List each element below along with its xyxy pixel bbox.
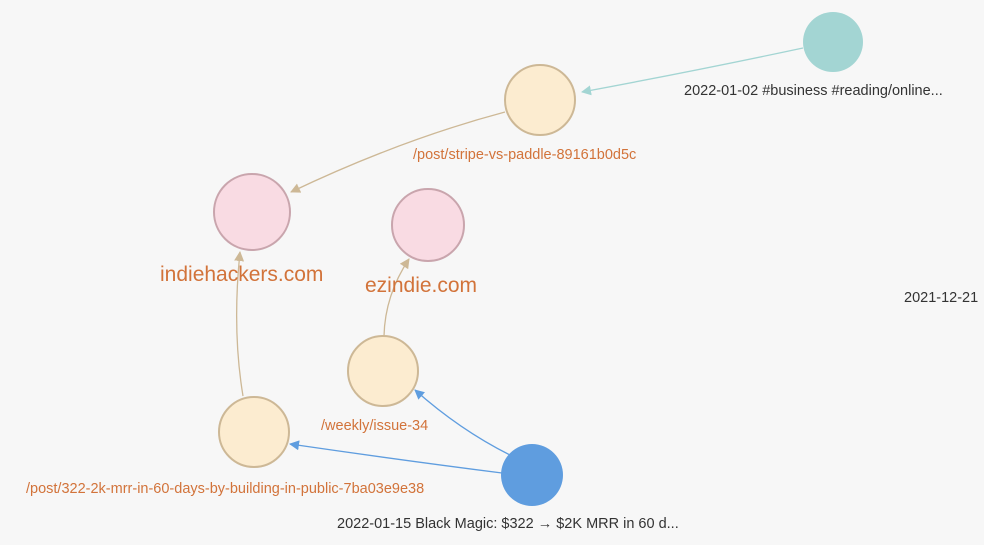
node-label: 2022-01-02 #business #reading/online... <box>684 83 943 99</box>
node-circle[interactable] <box>504 64 576 136</box>
edge-note-0102-to-stripe-post <box>581 47 804 96</box>
edge-stripe-post-to-indiehackers <box>290 111 506 193</box>
node-post-322-2k-mrr[interactable]: /post/322-2k-mrr-in-60-days-by-building-… <box>26 396 424 497</box>
node-circle[interactable] <box>347 335 419 407</box>
node-label: ezindie.com <box>365 274 477 297</box>
edge-weekly-to-ezindie <box>383 258 410 337</box>
node-circle[interactable] <box>218 396 290 468</box>
node-note-2022-01-02[interactable]: 2022-01-02 #business #reading/online... <box>684 12 943 99</box>
node-post-stripe-vs-paddle[interactable]: /post/stripe-vs-paddle-89161b0d5c <box>413 64 636 163</box>
node-label: /post/322-2k-mrr-in-60-days-by-building-… <box>26 481 424 497</box>
node-circle[interactable] <box>501 444 563 506</box>
node-note-2022-01-15[interactable]: 2022-01-15 Black Magic: $322 → $2K MRR i… <box>337 444 679 532</box>
node-label: /post/stripe-vs-paddle-89161b0d5c <box>413 147 636 163</box>
node-circle[interactable] <box>391 188 465 262</box>
edge-note-0115-to-weekly <box>414 389 511 456</box>
node-note-2021-12-21[interactable]: 2021-12-21 <box>904 290 978 306</box>
node-label: indiehackers.com <box>160 263 323 286</box>
node-label: /weekly/issue-34 <box>321 418 428 434</box>
edge-322-post-to-indiehackers <box>234 251 245 397</box>
graph-nodes: 2022-01-02 #business #reading/online... … <box>26 12 978 532</box>
node-circle[interactable] <box>803 12 863 72</box>
node-domain-ezindie[interactable]: ezindie.com <box>365 188 477 297</box>
node-circle[interactable] <box>213 173 291 251</box>
node-label: 2022-01-15 Black Magic: $322 → $2K MRR i… <box>337 516 679 532</box>
node-label: 2021-12-21 <box>904 290 978 306</box>
node-weekly-issue-34[interactable]: /weekly/issue-34 <box>321 335 428 434</box>
graph-edges <box>234 47 804 474</box>
edge-note-0115-to-322-post <box>289 440 503 474</box>
node-domain-indiehackers[interactable]: indiehackers.com <box>160 173 323 286</box>
